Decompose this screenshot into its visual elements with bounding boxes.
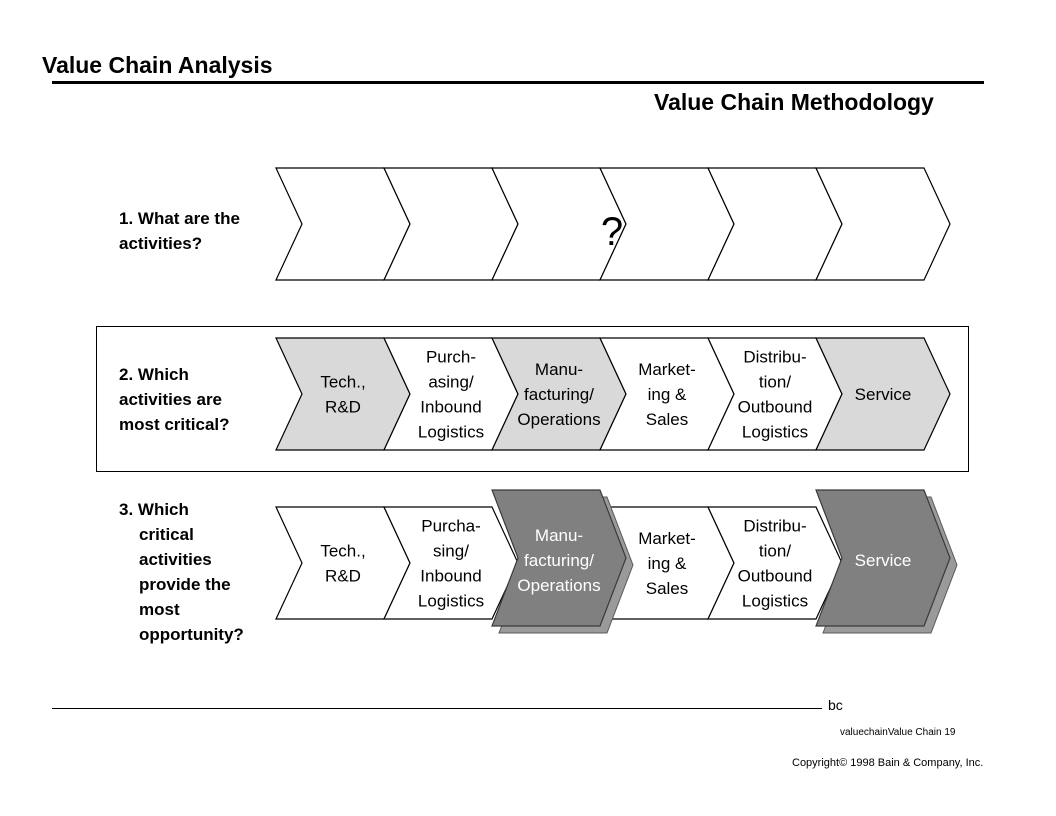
question-3-line-2: critical xyxy=(139,525,194,544)
footer-rule xyxy=(52,708,822,709)
row-3-activity-label: Market-ing &Sales xyxy=(638,529,696,598)
row-3-highlighted-label: Manu-facturing/Operations xyxy=(517,526,600,595)
row-2-activity-label: Market-ing &Sales xyxy=(638,360,696,429)
footer-logo: bc xyxy=(828,697,843,713)
row-3-highlighted-chevron xyxy=(815,489,951,627)
row-3-activity-chevron xyxy=(383,506,519,620)
question-3-line-4: provide the xyxy=(139,575,231,594)
row-2-activity-label: Service xyxy=(855,385,912,404)
question-2-line-3: most critical? xyxy=(119,415,230,434)
question-2: 2. Which activities are most critical? xyxy=(119,362,230,437)
row-3-highlighted-chevron xyxy=(491,489,627,627)
unknown-activities-mark: ? xyxy=(601,210,623,254)
row-3-activity-chevron xyxy=(275,506,411,620)
page-title: Value Chain Analysis xyxy=(42,52,273,78)
question-3-line-3: activities xyxy=(139,550,212,569)
question-2-line-1: 2. Which xyxy=(119,365,189,384)
row-2-activity-chevron xyxy=(815,337,951,451)
question-3-line-5: most xyxy=(139,600,180,619)
row-2-activity-label: Tech.,R&D xyxy=(320,373,365,417)
copyright-notice: Copyright© 1998 Bain & Company, Inc. xyxy=(792,757,984,769)
row-2-activity-chevron xyxy=(275,337,411,451)
question-2-line-2: activities are xyxy=(119,390,223,409)
row-3-activity-label: Tech.,R&D xyxy=(320,542,365,586)
row-1-chevron xyxy=(275,167,411,281)
question-1: 1. What are the activities? xyxy=(119,206,240,256)
row-1-chevron xyxy=(815,167,951,281)
critical-activities-frame xyxy=(96,326,969,472)
question-3: 3. Which critical activities provide the… xyxy=(119,497,244,647)
question-3-line-6: opportunity? xyxy=(139,625,244,644)
question-1-line-1: 1. What are the xyxy=(119,209,240,228)
row-3-highlighted-label: Service xyxy=(855,551,912,570)
question-1-line-2: activities? xyxy=(119,234,203,253)
footer-page-reference: valuechainValue Chain 19 xyxy=(840,727,956,738)
row-1-activities-chain: ? xyxy=(275,167,951,281)
row-3-activity-chevron xyxy=(707,506,843,620)
title-rule xyxy=(52,81,984,84)
row-2-activity-label: Manu-facturing/Operations xyxy=(517,360,600,429)
question-3-line-1: 3. Which xyxy=(119,500,189,519)
page-subtitle: Value Chain Methodology xyxy=(654,89,934,115)
